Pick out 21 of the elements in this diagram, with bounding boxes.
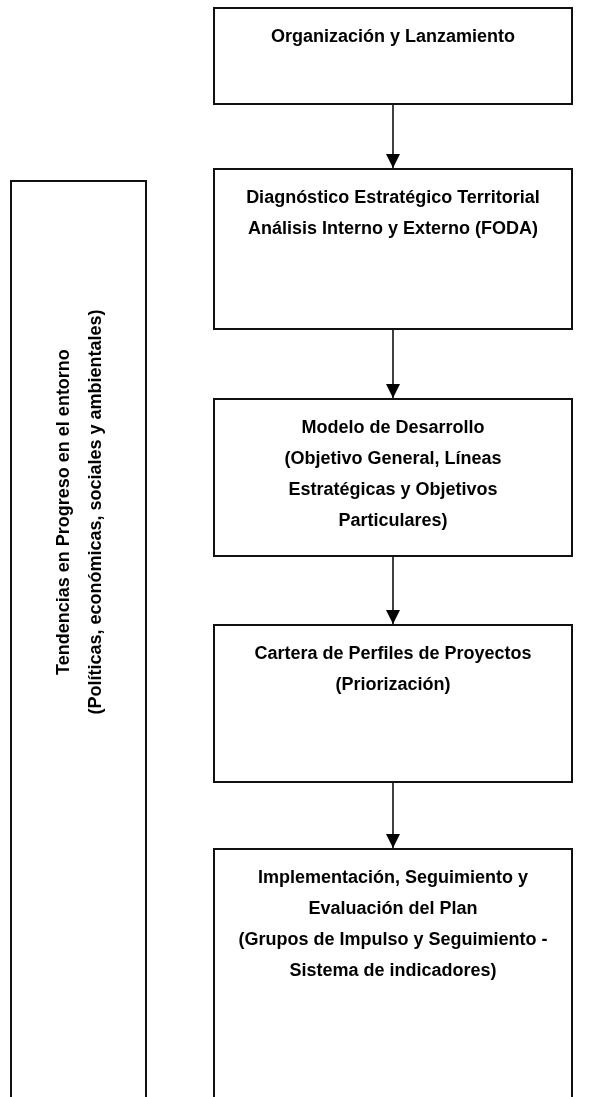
arrow [386, 329, 400, 399]
arrow [386, 556, 400, 625]
box-text: (Grupos de Impulso y Seguimiento - Sistema de indicadores) [237, 928, 549, 982]
box-text: Implementación, Seguimiento y Evaluación del Plan [256, 866, 530, 920]
vertical-label: Tendencias en Progreso en el entorno [51, 348, 74, 677]
arrow [386, 782, 400, 849]
process-box [213, 168, 573, 330]
box-text: Modelo de Desarrollo [300, 416, 486, 439]
box-text: Cartera de Perfiles de Proyectos [253, 642, 533, 665]
arrow [386, 104, 400, 169]
side-panel [10, 180, 147, 1097]
box-text: Organización y Lanzamiento [269, 25, 516, 48]
process-box [213, 624, 573, 783]
box-text: (Priorización) [334, 673, 452, 696]
vertical-label: (Políticas, económicas, sociales y ambientales) [83, 308, 106, 717]
box-text: Diagnóstico Estratégico Territorial [245, 186, 541, 209]
process-box [213, 848, 573, 1097]
process-box [213, 7, 573, 105]
box-text: Análisis Interno y Externo (FODA) [246, 217, 539, 240]
box-text: (Objetivo General, Líneas Estratégicas y Objetivos Particulares) [283, 447, 503, 532]
process-box [213, 398, 573, 557]
